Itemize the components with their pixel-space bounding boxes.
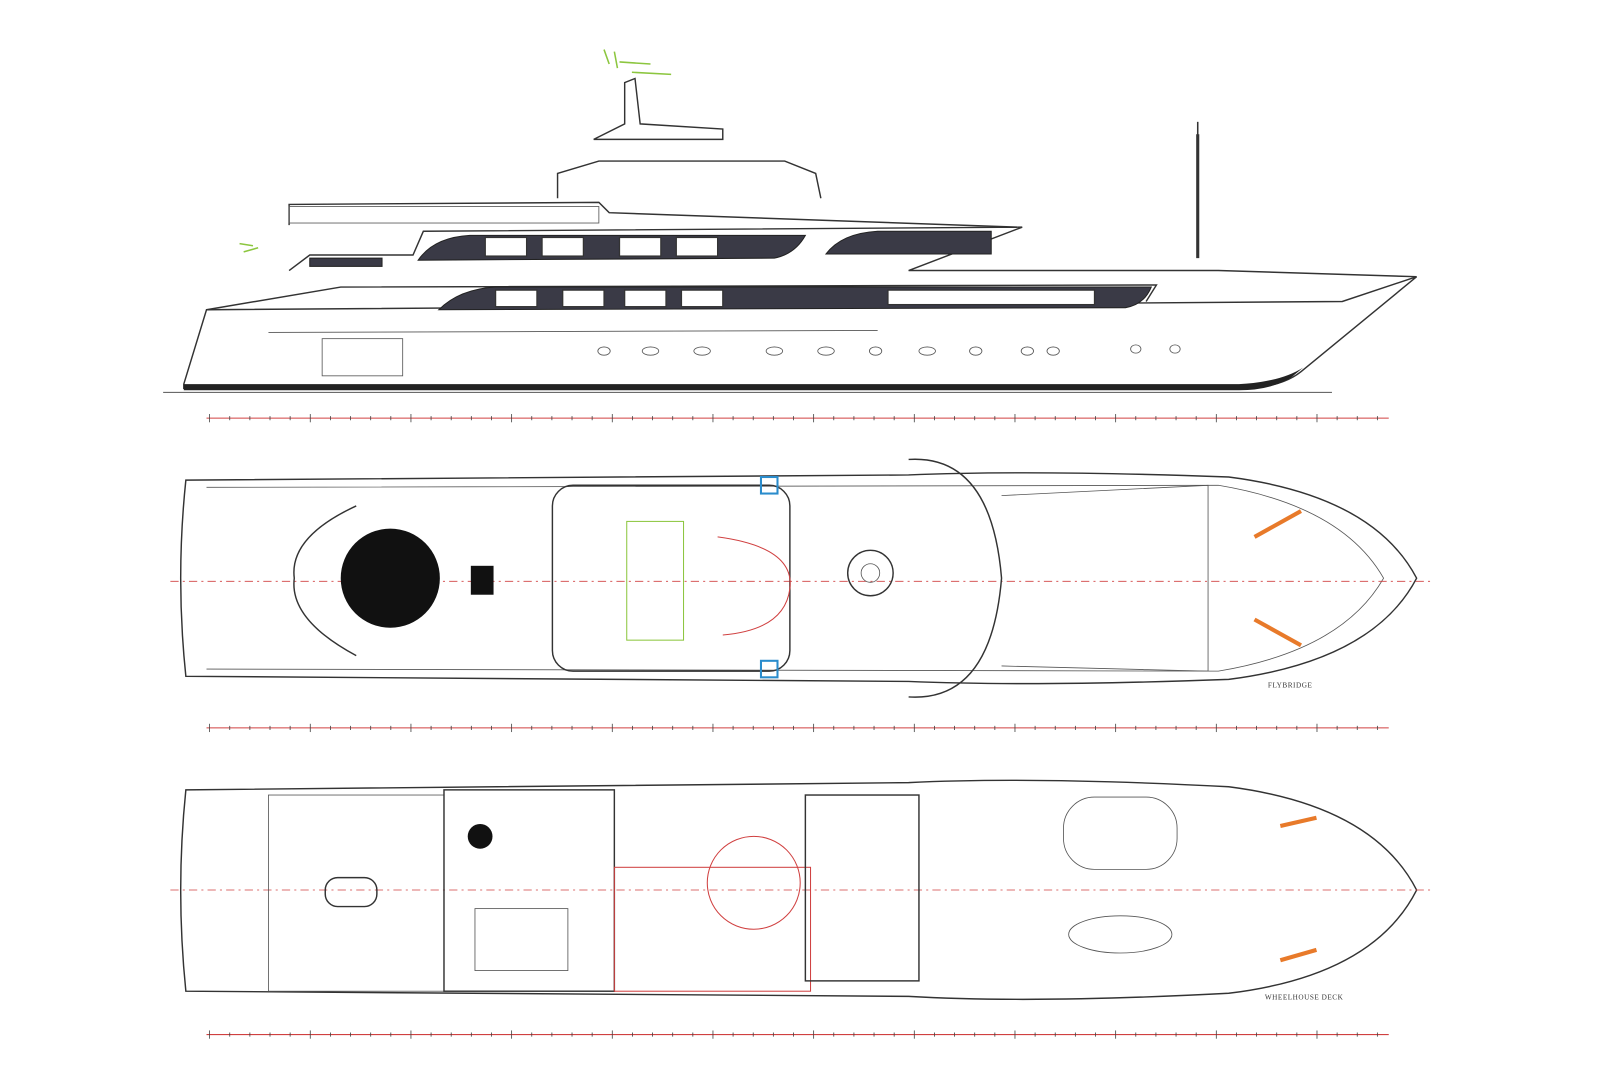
wheelhouse-roof: [551, 484, 791, 672]
sofa: [474, 908, 569, 971]
scale-ruler-flybridge: [206, 723, 1389, 733]
main-deck-house: [206, 284, 1158, 311]
bridge-windows: [288, 206, 600, 224]
spiral-stair-wh: [706, 835, 801, 930]
jacuzzi: [846, 549, 894, 597]
sky-lounge: [443, 789, 616, 992]
flybridge-label: FLYBRIDGE: [1268, 682, 1313, 690]
tender-stbd: [1068, 915, 1173, 954]
dining-table: [324, 876, 378, 908]
wh-chain-stbd: [1279, 947, 1318, 963]
spiral-stair: [717, 536, 791, 636]
scale-ruler-wheelhouse: [206, 1030, 1389, 1039]
flybridge-hull-outline: [179, 472, 1418, 685]
stern-door: [321, 338, 404, 377]
hatch-blue-2: [759, 659, 779, 679]
portholes: [597, 344, 1181, 356]
game-table: [467, 823, 493, 849]
wheelhouse-hull-outline: [179, 779, 1418, 1001]
aft-deck: [268, 794, 445, 992]
upper-deck-house: [288, 226, 1417, 278]
bar-console: [470, 565, 494, 595]
wheelhouse-label: WHEELHOUSE DECK: [1265, 993, 1344, 1001]
boot-stripe: [183, 367, 1304, 391]
main-windows: [437, 286, 1153, 311]
flag-green: [239, 242, 259, 253]
antenna-green: [603, 49, 672, 76]
profile-view: [163, 49, 1418, 393]
radar-arch: [593, 77, 724, 141]
anchor-chain-stbd: [1253, 617, 1302, 648]
aft-windows: [309, 257, 383, 267]
sun-pad-table: [340, 528, 440, 628]
sun-deck-house: [556, 160, 822, 199]
anchor-chain-port: [1253, 509, 1302, 539]
foredeck-outline: [908, 458, 1003, 698]
scale-ruler-profile: [206, 414, 1389, 423]
bridge-deck-house: [288, 201, 1018, 228]
curved-seating: [293, 505, 357, 657]
foredeck-pad: [1001, 484, 1209, 672]
tender-port: [1063, 796, 1178, 870]
wh-chain-port: [1279, 815, 1317, 829]
flybridge-plan: FLYBRIDGE: [170, 458, 1431, 698]
hatch-blue-1: [759, 475, 779, 495]
bar-area: [626, 520, 685, 641]
upper-windows: [417, 230, 992, 261]
wheelhouse-deck-plan: WHEELHOUSE DECK: [170, 779, 1431, 1001]
wheelhouse: [804, 794, 920, 982]
owner-suite: [613, 866, 812, 992]
